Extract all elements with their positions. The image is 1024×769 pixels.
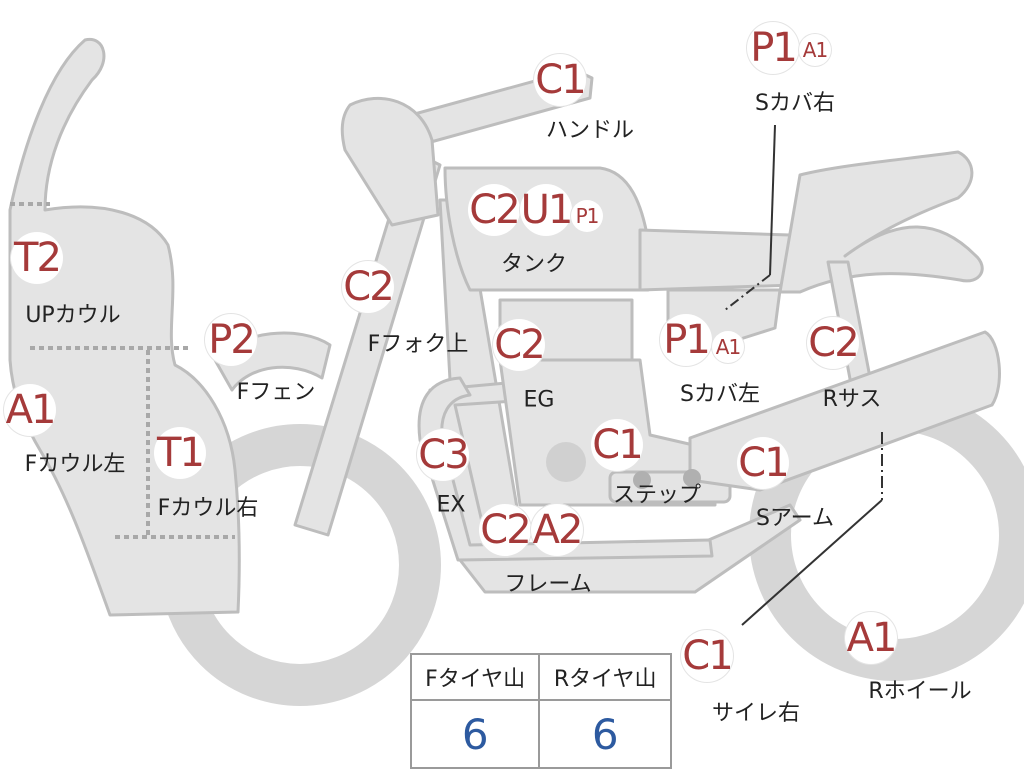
grade-side-cover-right-1: P1 xyxy=(747,22,799,74)
grade-rear-suspension: C2 xyxy=(807,317,860,369)
leader-line-side-cover xyxy=(769,124,776,276)
tire-table-value-row: 6 6 xyxy=(409,699,672,769)
grade-engine: C2 xyxy=(493,319,546,371)
label-step: ステップ xyxy=(612,483,702,508)
tire-tread-table: Fタイヤ山 Rタイヤ山 6 6 xyxy=(409,653,672,769)
grade-frame-2: A2 xyxy=(531,504,583,556)
grade-tank-2: U1 xyxy=(520,184,573,236)
label-rear-wheel: Rホイール xyxy=(868,679,972,704)
label-exhaust: EX xyxy=(436,492,466,518)
front-tire-value: 6 xyxy=(409,699,541,769)
tire-table-header-row: Fタイヤ山 Rタイヤ山 xyxy=(409,653,672,701)
label-upper-cowl: UPカウル xyxy=(25,303,121,328)
step-peg-left xyxy=(633,471,651,489)
grade-tank-3: P1 xyxy=(571,200,603,232)
label-side-cover-left: Sカバ左 xyxy=(680,382,760,407)
tail-cowl-shape xyxy=(778,150,984,294)
grade-front-cowl-left: A1 xyxy=(4,384,56,436)
label-front-cowl-right: Fカウル右 xyxy=(157,496,259,521)
grade-front-fender: P2 xyxy=(205,314,257,366)
label-front-fender: Fフェン xyxy=(236,380,316,405)
grade-silencer-right: C1 xyxy=(681,630,734,682)
grade-side-cover-left-1: P1 xyxy=(660,314,712,366)
grade-frame-1: C2 xyxy=(479,504,532,556)
label-rear-suspension: Rサス xyxy=(822,387,882,412)
label-front-fork-upper: Fフォク上 xyxy=(367,332,469,357)
grade-step: C1 xyxy=(591,419,644,471)
grade-side-cover-left-2: A1 xyxy=(712,331,744,363)
rear-tire-value: 6 xyxy=(538,699,672,769)
label-frame: フレーム xyxy=(504,572,592,597)
label-swing-arm: Sアーム xyxy=(756,506,834,531)
label-silencer-right: サイレ右 xyxy=(711,701,801,726)
label-engine: EG xyxy=(523,387,555,413)
label-handle: ハンドル xyxy=(545,118,635,143)
front-tire-header: Fタイヤ山 xyxy=(409,653,541,701)
grade-swing-arm: C1 xyxy=(737,437,790,489)
grade-exhaust: C3 xyxy=(417,429,470,481)
rear-tire-header: Rタイヤ山 xyxy=(538,653,672,701)
step-peg-right xyxy=(683,469,701,487)
grade-rear-wheel: A1 xyxy=(845,612,897,664)
leader-line-silencer-lower xyxy=(741,499,883,626)
grade-side-cover-right-2: A1 xyxy=(799,34,831,66)
seat-shape xyxy=(638,228,802,292)
label-side-cover-right: Sカバ右 xyxy=(755,91,835,116)
grade-upper-cowl: T2 xyxy=(11,232,63,284)
grade-tank-1: C2 xyxy=(468,184,521,236)
grade-front-fork-upper: C2 xyxy=(342,261,395,313)
grade-handle: C1 xyxy=(534,54,587,106)
engine-cover-circle xyxy=(546,442,586,482)
leader-line-side-cover-dash xyxy=(724,274,771,311)
headlight-shape xyxy=(340,96,440,227)
label-tank: タンク xyxy=(500,252,568,277)
grade-front-cowl-right: T1 xyxy=(154,427,206,479)
label-front-cowl-left: Fカウル左 xyxy=(24,452,126,477)
